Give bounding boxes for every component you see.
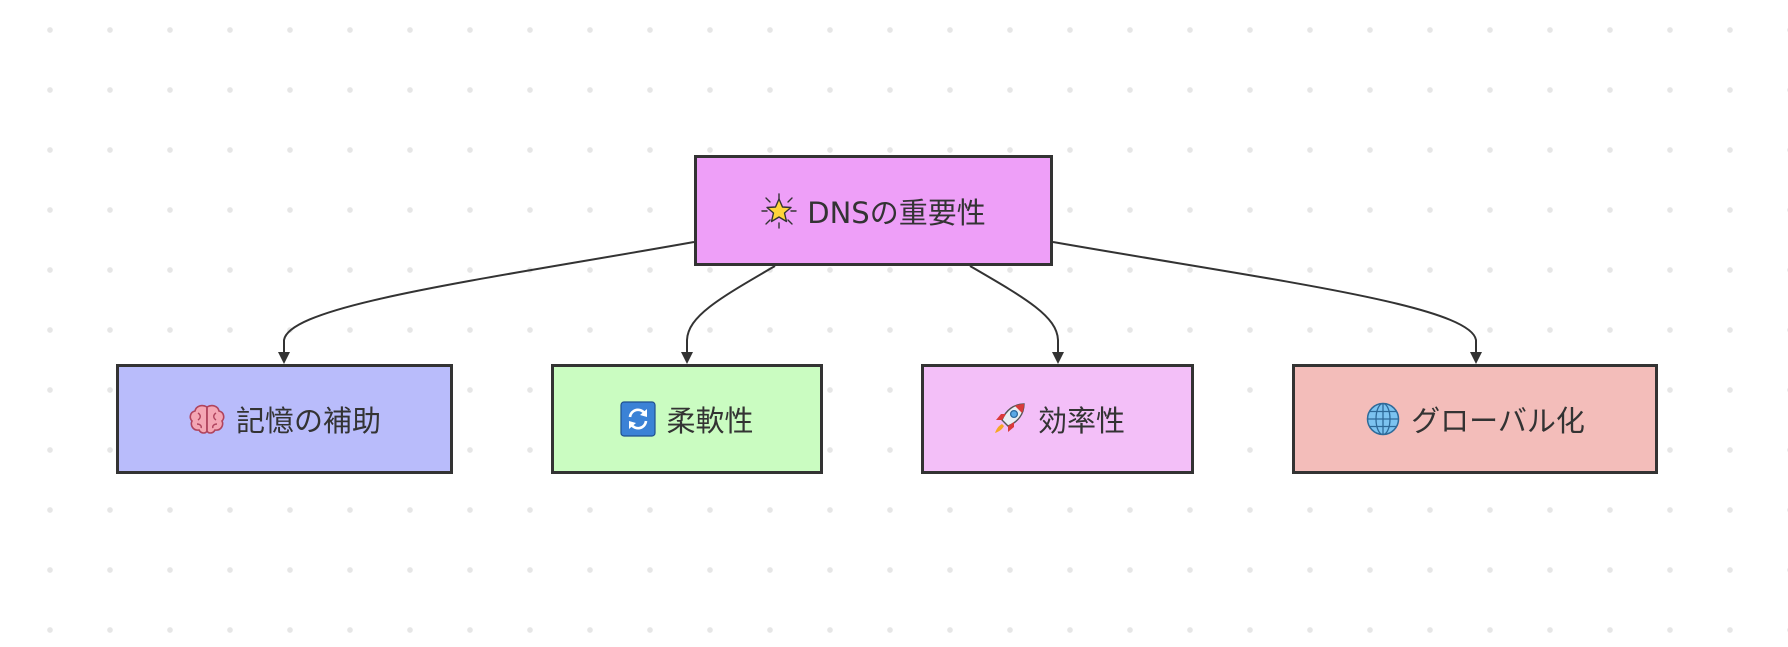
globe-icon [1365, 401, 1401, 437]
node-label: グローバル化 [1411, 404, 1585, 438]
arrows-cycle-icon [620, 401, 657, 437]
edge-root-eff [969, 265, 1064, 364]
node-label: 柔軟性 [666, 404, 754, 438]
rocket-icon [990, 400, 1028, 438]
brain-icon [188, 403, 226, 435]
edge-root-global [1052, 241, 1482, 364]
node-flexibility[interactable]: 柔軟性 [551, 364, 823, 474]
node-dns-importance[interactable]: DNSの重要性 [694, 155, 1053, 266]
node-label: DNSの重要性 [807, 195, 986, 230]
node-memory-aid[interactable]: 記憶の補助 [116, 364, 453, 474]
glowing-star-icon [761, 192, 797, 229]
node-label: 記憶の補助 [235, 404, 381, 438]
node-label: 効率性 [1037, 404, 1125, 438]
edge-root-memory [278, 241, 695, 364]
edge-root-flex [681, 265, 776, 364]
node-globalization[interactable]: グローバル化 [1292, 364, 1658, 474]
node-efficiency[interactable]: 効率性 [921, 364, 1194, 474]
